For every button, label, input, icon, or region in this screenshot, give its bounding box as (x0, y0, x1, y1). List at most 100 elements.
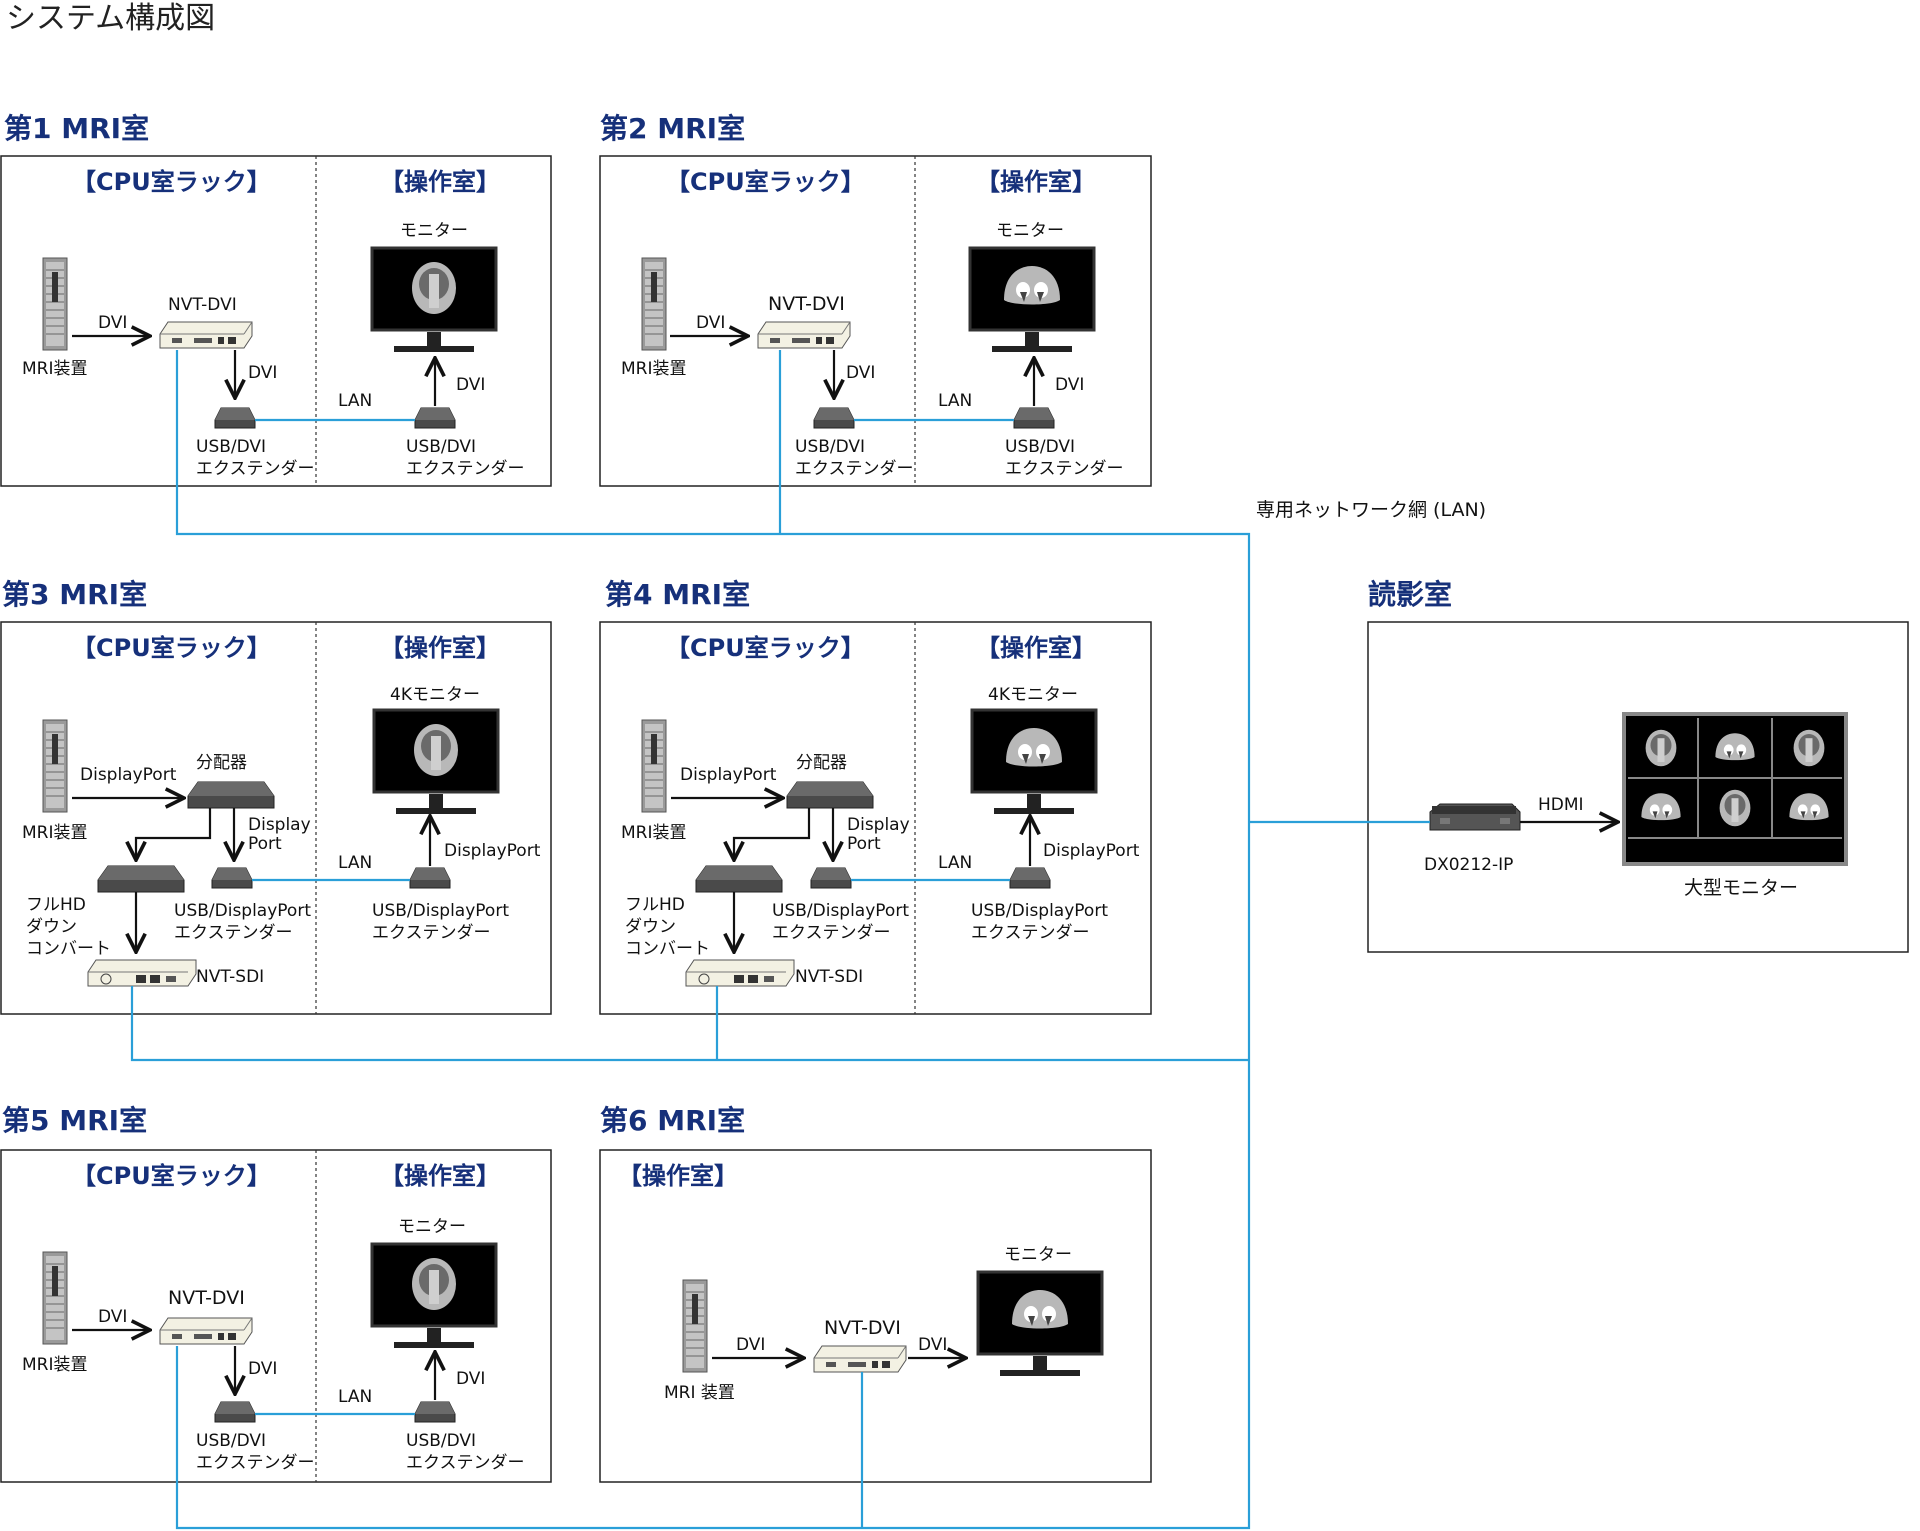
room-5-dvi-label-c: DVI (456, 1369, 485, 1389)
dx0212-ip-label: DX0212-IP (1424, 855, 1513, 875)
room-3-dp-label-c: DisplayPort (444, 841, 541, 861)
room-3-down-l2: ダウン (26, 917, 77, 937)
room-4-mri-device (641, 719, 667, 813)
room-3-dp-label-a: DisplayPort (80, 765, 177, 785)
room-1-extender-op (414, 407, 456, 429)
room-1-ext-cpu-l2: エクステンダー (196, 459, 315, 479)
room-1-dvi-label-a: DVI (98, 313, 127, 333)
room-1-title: 第1 MRI室 (4, 112, 149, 145)
room-3-dp-label-b2: Port (248, 834, 282, 854)
room-6-mri-label: MRI 装置 (664, 1383, 735, 1403)
room-2-mri-label: MRI装置 (621, 359, 687, 379)
room-5-op-heading: 【操作室】 (380, 1162, 500, 1190)
room-4-nvt-sdi (685, 959, 795, 987)
room-6-dvi-label-b: DVI (918, 1335, 947, 1355)
room-3-cpu-heading: 【CPU室ラック】 (72, 634, 271, 662)
room-5-extender-cpu (214, 1401, 256, 1423)
room-5-nvt-label: NVT-DVI (168, 1287, 245, 1309)
room-4: 第4 MRI室 【CPU室ラック】 【操作室】 4Kモニター MRI装置 Dis… (599, 578, 1152, 1015)
room-6-nvt-label: NVT-DVI (824, 1317, 901, 1339)
room-4-sdi-label: NVT-SDI (795, 967, 863, 987)
room-5-ext-cpu-l2: エクステンダー (196, 1453, 315, 1473)
room-5-ext-op-l2: エクステンダー (406, 1453, 525, 1473)
room-2-cpu-heading: 【CPU室ラック】 (666, 168, 865, 196)
room-2-extender-cpu (813, 407, 855, 429)
room-4-splitter-label: 分配器 (796, 753, 847, 773)
room-3: 第3 MRI室 【CPU室ラック】 【操作室】 4Kモニター MRI装置 Dis… (0, 578, 552, 1015)
room-2-ext-op-l2: エクステンダー (1005, 459, 1124, 479)
network-label: 専用ネットワーク網 (LAN) (1256, 499, 1486, 521)
room-1-ext-op-l1: USB/DVI (406, 437, 476, 457)
room-3-ext-cpu-l2: エクステンダー (174, 923, 293, 943)
room-2-dvi-label-c: DVI (1055, 375, 1084, 395)
room-2-title: 第2 MRI室 (600, 112, 745, 145)
room-2-mri-device (641, 257, 667, 351)
room-5-ext-cpu-l1: USB/DVI (196, 1431, 266, 1451)
room-2-monitor-label: モニター (996, 221, 1064, 241)
lan-network: 専用ネットワーク網 (LAN) (130, 350, 1486, 1530)
room-3-title: 第3 MRI室 (2, 578, 147, 611)
room-6-monitor-label: モニター (1004, 1245, 1072, 1265)
room-6-nvt-dvi (813, 1345, 907, 1373)
room-5-ext-op-l1: USB/DVI (406, 1431, 476, 1451)
room-4-dp-label-a: DisplayPort (680, 765, 777, 785)
room-6: 第6 MRI室 【操作室】 モニター MRI 装置 DVI NVT-DVI DV… (599, 1104, 1152, 1483)
room-4-cpu-heading: 【CPU室ラック】 (666, 634, 865, 662)
dx0212-ip-device (1429, 803, 1521, 831)
room-3-lan-label: LAN (338, 853, 372, 873)
room-3-monitor-label: 4Kモニター (390, 685, 480, 705)
room-4-title: 第4 MRI室 (605, 578, 750, 611)
room-1-nvt-label: NVT-DVI (168, 295, 237, 315)
room-3-ext-op-l2: エクステンダー (372, 923, 491, 943)
room-3-extender-op (409, 867, 451, 889)
room-1-cpu-heading: 【CPU室ラック】 (72, 168, 271, 196)
room-4-mri-label: MRI装置 (621, 823, 687, 843)
room-3-op-heading: 【操作室】 (380, 634, 500, 662)
room-6-op-heading: 【操作室】 (618, 1162, 738, 1190)
room-3-down-l1: フルHD (26, 895, 86, 915)
room-1-ext-op-l2: エクステンダー (406, 459, 525, 479)
room-4-dp-label-c: DisplayPort (1043, 841, 1140, 861)
room-2-nvt-label: NVT-DVI (768, 293, 845, 315)
room-3-down-converter (97, 865, 185, 893)
room-4-splitter (786, 781, 874, 809)
room-2-ext-cpu-l2: エクステンダー (795, 459, 914, 479)
room-2-op-heading: 【操作室】 (976, 168, 1096, 196)
room-3-splitter-label: 分配器 (196, 753, 247, 773)
room-1: 第1 MRI室 【CPU室ラック】 【操作室】 モニター MRI装置 DVI N… (0, 112, 552, 487)
room-4-ext-op-l2: エクステンダー (971, 923, 1090, 943)
room-2-dvi-label-a: DVI (696, 313, 725, 333)
room-5-monitor-label: モニター (398, 1217, 466, 1237)
room-4-ext-cpu-l2: エクステンダー (772, 923, 891, 943)
room-5-dvi-label-b: DVI (248, 1359, 277, 1379)
diagram-title: システム構成図 (6, 1, 215, 36)
room-5-mri-device (42, 1251, 68, 1345)
room-1-nvt-dvi (159, 321, 253, 349)
room-3-down-l3: コンバート (26, 939, 111, 959)
room-4-down-l3: コンバート (625, 939, 710, 959)
room-4-lan-label: LAN (938, 853, 972, 873)
room-3-dp-label-b1: Display (248, 815, 311, 835)
large-monitor (1622, 712, 1848, 866)
room-2-nvt-dvi (757, 321, 851, 349)
room-3-mri-label: MRI装置 (22, 823, 88, 843)
room-1-dvi-label-c: DVI (456, 375, 485, 395)
room-6-title: 第6 MRI室 (600, 1104, 745, 1137)
room-1-monitor-label: モニター (400, 221, 468, 241)
room-4-op-heading: 【操作室】 (976, 634, 1096, 662)
room-1-op-heading: 【操作室】 (380, 168, 500, 196)
room-5-lan-label: LAN (338, 1387, 372, 1407)
room-2-extender-op (1013, 407, 1055, 429)
room-2-ext-cpu-l1: USB/DVI (795, 437, 865, 457)
room-5-nvt-dvi (159, 1317, 253, 1345)
room-1-dvi-label-b: DVI (248, 363, 277, 383)
room-5-title: 第5 MRI室 (2, 1104, 147, 1137)
room-2-ext-op-l1: USB/DVI (1005, 437, 1075, 457)
hdmi-label: HDMI (1538, 795, 1584, 815)
room-5-extender-op (414, 1401, 456, 1423)
room-1-lan-label: LAN (338, 391, 372, 411)
room-5-cpu-heading: 【CPU室ラック】 (72, 1162, 271, 1190)
reading-room-title: 読影室 (1368, 578, 1452, 611)
reading-room: 読影室 DX0212-IP HDMI 大型モニター (1367, 578, 1909, 953)
room-3-splitter (187, 781, 275, 809)
